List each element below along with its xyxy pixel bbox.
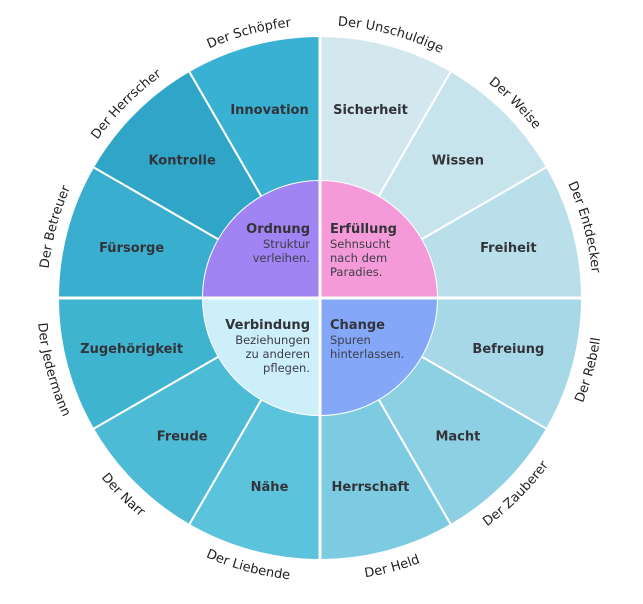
core-erfuellung [320, 181, 437, 298]
core-ordnung [203, 181, 320, 298]
core-change [320, 298, 437, 415]
core-title-change: Change [330, 318, 385, 333]
core-description-line: nach dem [330, 251, 387, 265]
value-label-zugehoerigkeit: Zugehörigkeit [80, 342, 183, 357]
value-label-fuersorge: Fürsorge [99, 241, 164, 256]
value-label-befreiung: Befreiung [472, 342, 544, 357]
core-description-line: Spuren [330, 333, 371, 347]
core-description-line: Paradies. [330, 265, 382, 279]
core-description-line: Beziehungen [235, 333, 310, 347]
segment-layer: SicherheitWissenFreiheitBefreiungMachtHe… [56, 34, 584, 562]
core-verbindung [203, 298, 320, 415]
value-label-freude: Freude [157, 429, 208, 444]
value-label-wissen: Wissen [432, 154, 484, 169]
core-description-line: verleihen. [253, 251, 310, 265]
value-label-kontrolle: Kontrolle [148, 154, 216, 169]
value-label-naehe: Nähe [251, 480, 289, 495]
value-label-herrschaft: Herrschaft [332, 480, 410, 495]
core-description-line: zu anderen [245, 347, 310, 361]
divider-layer [56, 34, 584, 562]
core-description-line: Struktur [263, 237, 310, 251]
core-title-ordnung: Ordnung [246, 222, 310, 237]
value-label-innovation: Innovation [230, 103, 308, 118]
value-label-freiheit: Freiheit [480, 241, 536, 256]
value-label-sicherheit: Sicherheit [333, 103, 408, 118]
core-description-line: Sehnsucht [330, 237, 391, 251]
core-title-erfuellung: Erfüllung [330, 222, 397, 237]
value-label-macht: Macht [435, 429, 480, 444]
core-description-line: hinterlassen. [330, 347, 404, 361]
core-title-verbindung: Verbindung [225, 318, 310, 333]
archetype-label-der-held: Der Held [363, 552, 421, 581]
core-description-line: pflegen. [263, 361, 310, 375]
